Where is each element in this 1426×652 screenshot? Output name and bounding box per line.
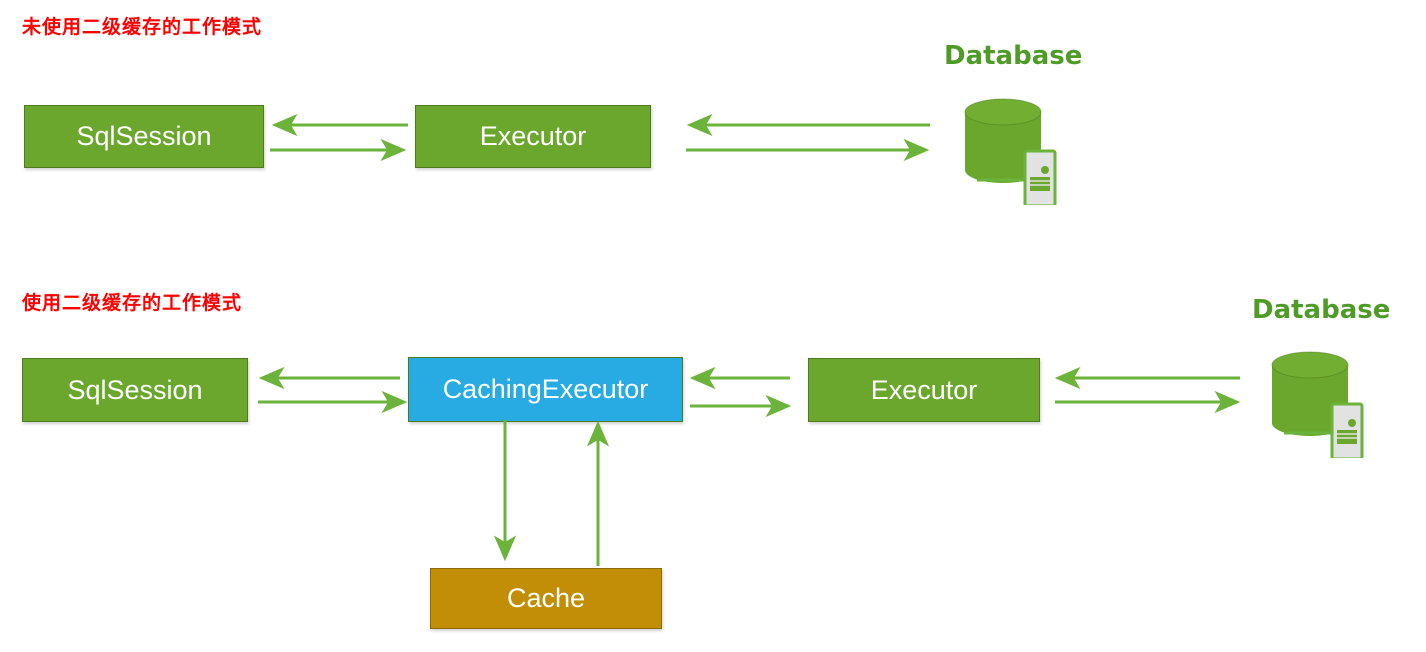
database-icon-row1 — [955, 90, 1085, 210]
database-cylinder-icon — [1271, 351, 1364, 461]
node-sqlsession-row1[interactable]: SqlSession — [24, 105, 264, 168]
database-icon-row2 — [1262, 343, 1392, 463]
node-label: Executor — [479, 121, 587, 151]
node-cachingexecutor[interactable]: CachingExecutor — [408, 357, 683, 422]
node-label: Executor — [870, 374, 978, 405]
node-label: CachingExecutor — [442, 374, 649, 404]
node-executor-row1[interactable]: Executor — [415, 105, 651, 168]
node-label: SqlSession — [67, 374, 203, 405]
node-label: SqlSession — [76, 121, 212, 151]
node-sqlsession-row2[interactable]: SqlSession — [22, 358, 248, 422]
section-title-with-cache: 使用二级缓存的工作模式 — [22, 292, 243, 314]
node-label: Cache — [506, 583, 586, 613]
database-label-row1: Database — [944, 41, 1083, 71]
section-title-without-cache: 未使用二级缓存的工作模式 — [22, 16, 263, 38]
database-label-row2: Database — [1252, 295, 1391, 325]
database-cylinder-icon — [964, 98, 1057, 208]
node-cache[interactable]: Cache — [430, 568, 662, 629]
node-executor-row2[interactable]: Executor — [808, 358, 1040, 422]
